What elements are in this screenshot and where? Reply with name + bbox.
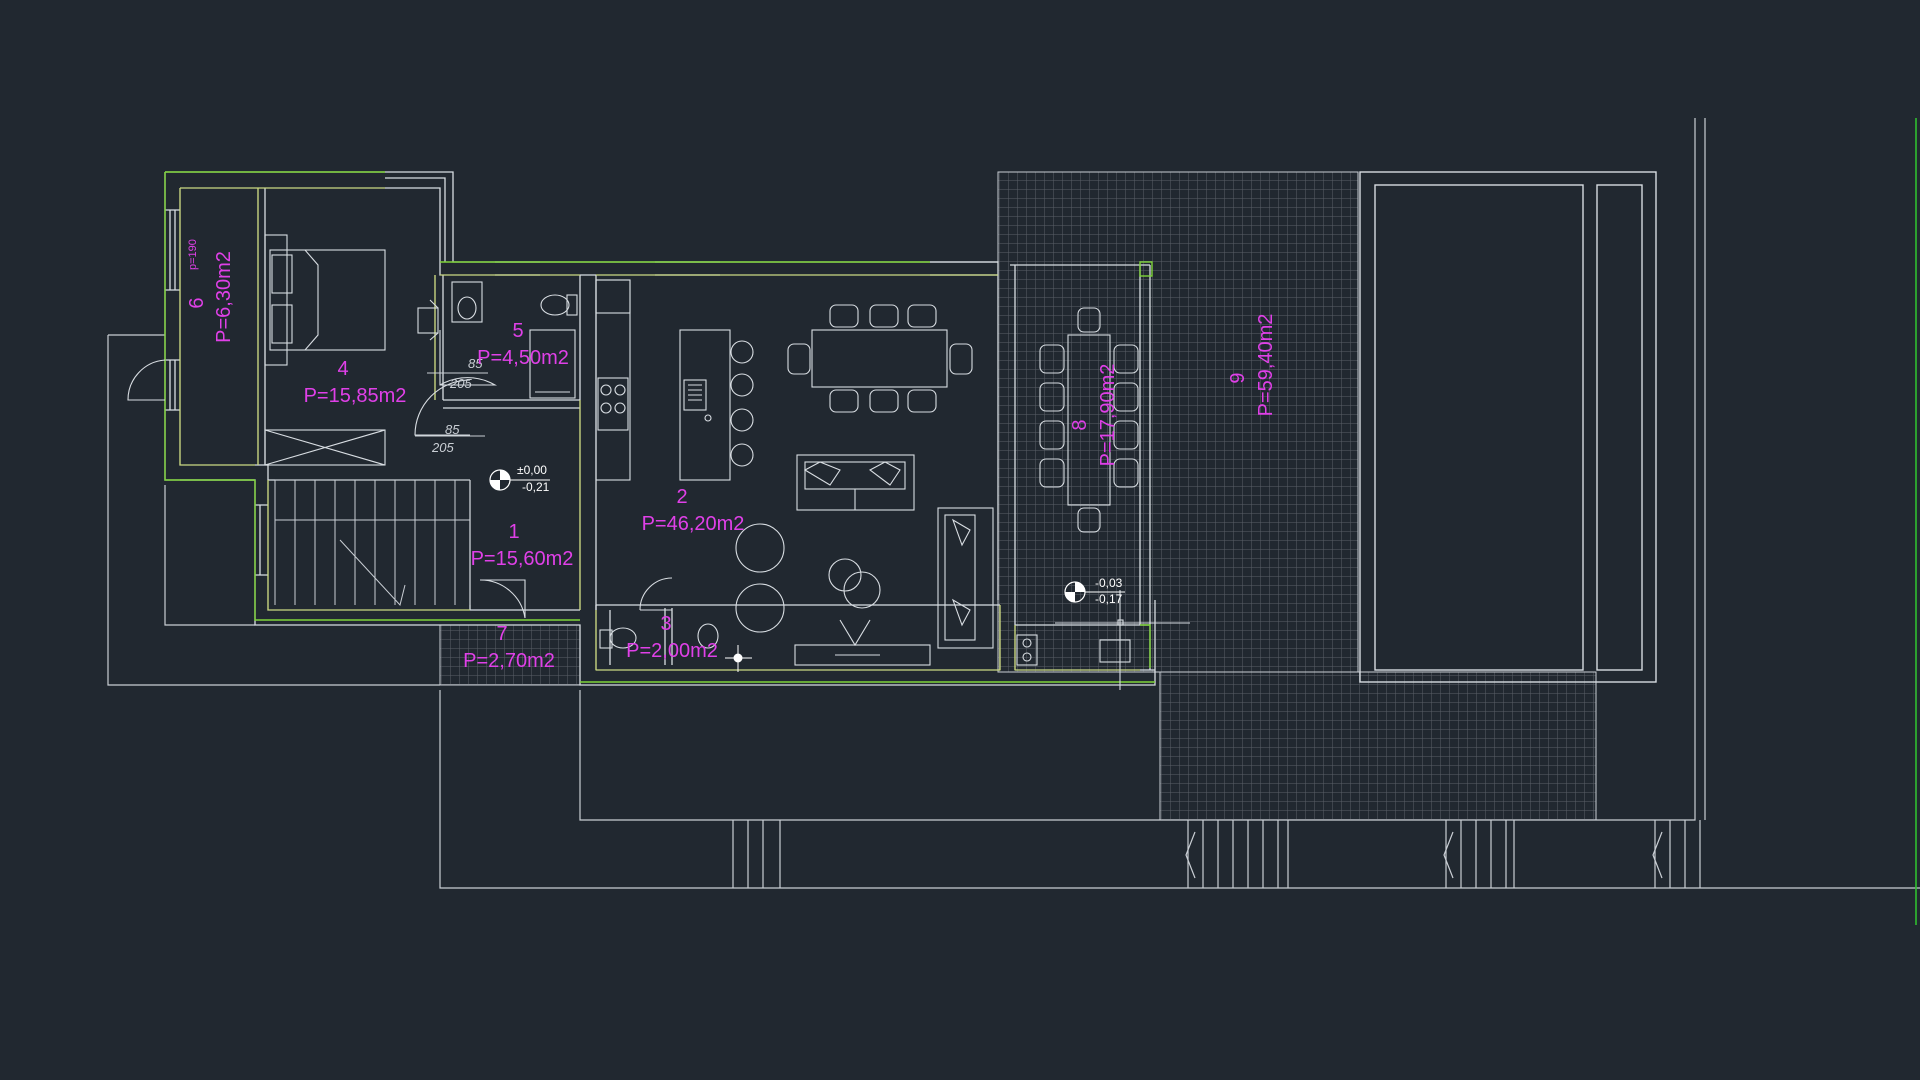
- room-5-number: 5: [512, 320, 523, 342]
- interior-stairs: [274, 479, 471, 607]
- dining-table-1: [787, 304, 973, 413]
- room-7-number: 7: [496, 623, 507, 645]
- room-2-number: 2: [676, 486, 687, 508]
- sofa-main: [796, 454, 915, 511]
- outdoor-kitchen: [1016, 590, 1190, 690]
- doors: [127, 330, 673, 619]
- level-entrance-top: ±0,00: [517, 463, 547, 477]
- terrace-tiles: [439, 171, 1597, 821]
- room-6-area: P=6,30m2: [213, 251, 235, 343]
- level-terrace-top: -0,03: [1095, 576, 1123, 590]
- door-annotation-lines: [415, 372, 488, 437]
- wall-outline-yellow: [179, 187, 1140, 671]
- room-1-area: P=15,60m2: [471, 548, 574, 570]
- wardrobe: [264, 429, 386, 466]
- pool: [1359, 171, 1657, 683]
- room-9-area: P=59,40m2: [1255, 314, 1277, 417]
- room-7-area: P=2,70m2: [463, 650, 555, 672]
- door-height-label: 205: [449, 376, 472, 391]
- level-marker-entrance: ±0,00 -0,21: [489, 463, 550, 494]
- tv-unit: [794, 619, 931, 666]
- desk: [417, 299, 439, 341]
- level-marker-terrace: -0,03 -0,17: [1064, 576, 1125, 606]
- window-note: p=190: [187, 239, 199, 270]
- room-1-number: 1: [508, 521, 519, 543]
- room-labels: 4 P=15,85m2 5 P=4,50m2 1 P=15,60m2 2 P=4…: [186, 251, 1277, 672]
- sofa-side: [937, 507, 994, 649]
- door-width-label: 85: [468, 356, 483, 371]
- room-5-area: P=4,50m2: [477, 347, 569, 369]
- room-8-number: 8: [1069, 419, 1091, 430]
- room-8-area: P=17,90m2: [1097, 364, 1119, 467]
- bathroom-fixtures: [451, 281, 719, 649]
- room-9-number: 9: [1227, 372, 1249, 383]
- door-width-label: 85: [445, 422, 460, 437]
- kitchen: [595, 279, 754, 481]
- site-boundary-lines: [107, 118, 1920, 889]
- room-4-number: 4: [337, 358, 348, 380]
- room-3-area: P=2,00m2: [626, 640, 718, 662]
- dining-table-2: [1039, 307, 1139, 533]
- room-6-number: 6: [186, 297, 208, 308]
- room-4-area: P=15,85m2: [304, 385, 407, 407]
- door-annotations: 85 205 85 205: [431, 356, 483, 455]
- door-height-label: 205: [431, 440, 454, 455]
- level-terrace-bottom: -0,17: [1095, 592, 1123, 606]
- armchairs: [735, 523, 881, 633]
- level-entrance-bottom: -0,21: [522, 480, 550, 494]
- wall-outline-green: [164, 171, 1155, 683]
- bed: [264, 234, 386, 366]
- room-2-area: P=46,20m2: [642, 513, 745, 535]
- exterior-stairs: [732, 820, 1701, 888]
- room-3-number: 3: [660, 613, 671, 635]
- crosshair-marker: [725, 645, 752, 672]
